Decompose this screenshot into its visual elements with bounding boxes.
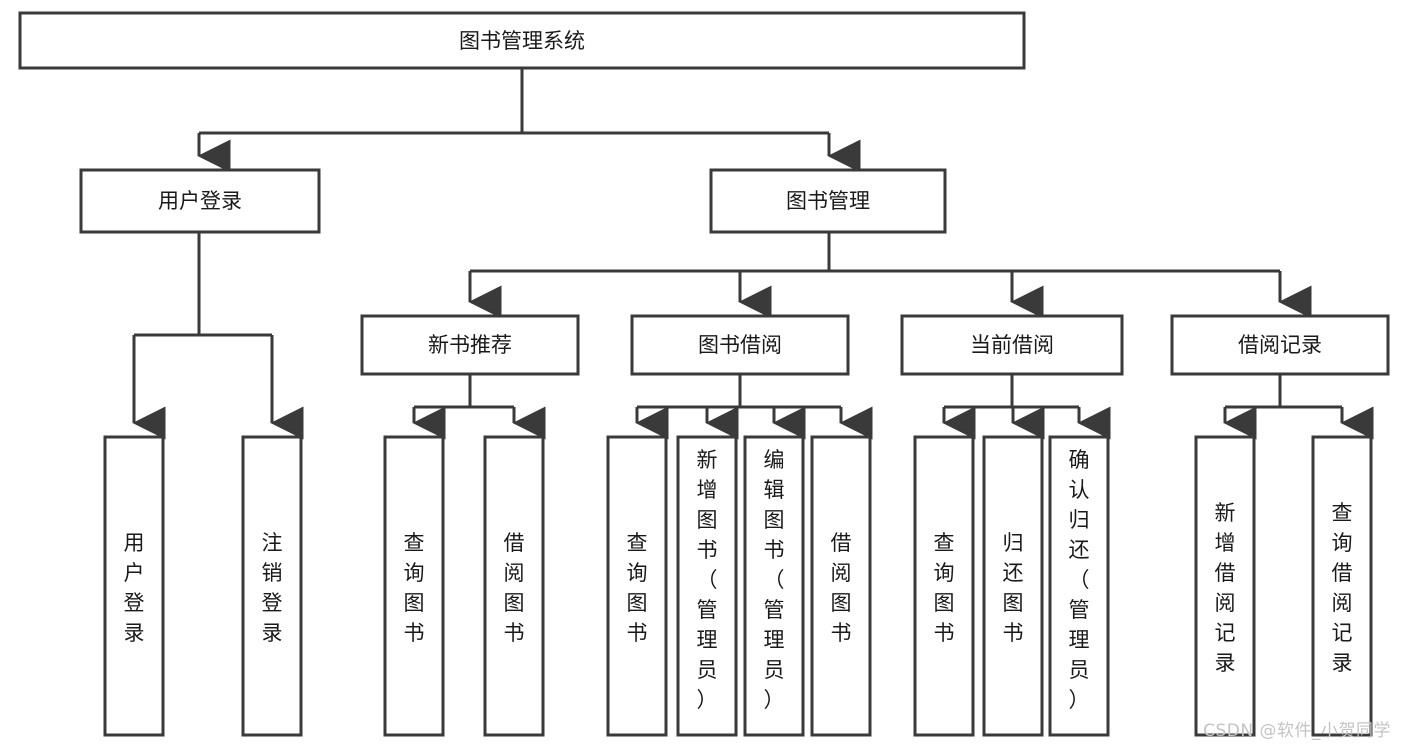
csdn-watermark: CSDN @软件_小贺同学: [1203, 721, 1391, 741]
node-borrow-record-box[interactable]: [1170, 314, 1390, 376]
node-leaf-query-borrow-record-box[interactable]: [1311, 435, 1373, 737]
node-user-login-box[interactable]: [79, 168, 321, 234]
node-leaf-borrow-book-box[interactable]: [810, 435, 872, 737]
node-leaf-query-book-recommend-box[interactable]: [383, 435, 445, 737]
node-leaf-borrow-book-recommend-label: 借阅图书: [504, 531, 525, 645]
node-leaf-query-book-current-label: 查询图书: [934, 531, 955, 645]
node-leaf-borrow-book[interactable]: 借阅图书: [810, 435, 872, 737]
node-leaf-query-book-current-box[interactable]: [913, 435, 975, 737]
node-leaf-confirm-return-box[interactable]: [1048, 435, 1110, 737]
node-root-label: 图书管理系统: [459, 29, 585, 53]
node-leaf-return-book-label: 归还图书: [1003, 531, 1024, 645]
node-leaf-edit-book[interactable]: 编辑图书（管理员）: [743, 435, 805, 737]
node-leaf-query-book-borrow-box[interactable]: [606, 435, 668, 737]
node-leaf-query-book-borrow-label: 查询图书: [627, 531, 648, 645]
node-leaf-borrow-book-recommend[interactable]: 借阅图书: [483, 435, 545, 737]
node-leaf-user-login-label: 用户登录: [124, 531, 145, 645]
node-leaf-edit-book-label: 编辑图书（管理员）: [764, 448, 785, 712]
connector-group-borrow-record: [1223, 374, 1374, 440]
node-leaf-return-book-box[interactable]: [982, 435, 1044, 737]
node-leaf-logout[interactable]: 注销登录: [241, 435, 303, 737]
connector-group-current-borrow: [942, 374, 1111, 440]
node-leaf-query-book-recommend-label: 查询图书: [404, 531, 425, 645]
connector-group-user-login: [132, 232, 304, 440]
connector-group-root: [197, 68, 861, 173]
node-leaf-query-borrow-record[interactable]: 查询借阅记录: [1311, 435, 1373, 737]
connector-group-book-borrow: [635, 374, 873, 440]
node-book-management-box[interactable]: [709, 168, 947, 234]
node-current-borrow-box[interactable]: [900, 314, 1124, 376]
node-current-borrow-label: 当前借阅: [970, 333, 1054, 357]
node-current-borrow[interactable]: 当前借阅: [900, 314, 1124, 376]
node-leaf-add-book-box[interactable]: [676, 435, 738, 737]
node-new-book-recommend-label: 新书推荐: [428, 333, 512, 357]
node-leaf-confirm-return-label: 确认归还（管理员）: [1069, 448, 1090, 712]
node-borrow-record-label: 借阅记录: [1238, 333, 1322, 357]
node-book-management[interactable]: 图书管理: [709, 168, 947, 234]
node-leaf-return-book[interactable]: 归还图书: [982, 435, 1044, 737]
node-leaf-add-borrow-record-label: 新增借阅记录: [1215, 501, 1236, 675]
node-leaf-query-book-current[interactable]: 查询图书: [913, 435, 975, 737]
leaf-node-layer: 用户登录 注销登录 查询图书 借阅图书 查询图书 新增图书（管理员） 编辑图书（管理员） 借阅…: [103, 435, 1373, 737]
node-leaf-logout-label: 注销登录: [262, 531, 283, 645]
node-leaf-add-book[interactable]: 新增图书（管理员）: [676, 435, 738, 737]
node-leaf-query-book-borrow[interactable]: 查询图书: [606, 435, 668, 737]
node-leaf-edit-book-box[interactable]: [743, 435, 805, 737]
node-new-book-recommend-box[interactable]: [360, 314, 580, 376]
node-new-book-recommend[interactable]: 新书推荐: [360, 314, 580, 376]
node-root[interactable]: 图书管理系统: [18, 11, 1026, 70]
node-leaf-logout-box[interactable]: [241, 435, 303, 737]
node-leaf-add-borrow-record-box[interactable]: [1194, 435, 1256, 737]
node-leaf-add-book-label: 新增图书（管理员）: [697, 448, 718, 712]
node-leaf-user-login-box[interactable]: [103, 435, 165, 737]
node-borrow-record[interactable]: 借阅记录: [1170, 314, 1390, 376]
node-leaf-query-book-recommend[interactable]: 查询图书: [383, 435, 445, 737]
node-root-box[interactable]: [18, 11, 1026, 70]
node-leaf-add-borrow-record[interactable]: 新增借阅记录: [1194, 435, 1256, 737]
node-book-borrow[interactable]: 图书借阅: [630, 314, 850, 376]
node-book-management-label: 图书管理: [786, 189, 870, 213]
node-leaf-user-login[interactable]: 用户登录: [103, 435, 165, 737]
connector-group-new-book-recommend: [412, 374, 546, 440]
node-leaf-confirm-return[interactable]: 确认归还（管理员）: [1048, 435, 1110, 737]
connector-group-book-management: [468, 232, 1312, 319]
node-user-login[interactable]: 用户登录: [79, 168, 321, 234]
node-leaf-borrow-book-label: 借阅图书: [831, 531, 852, 645]
node-leaf-borrow-book-recommend-box[interactable]: [483, 435, 545, 737]
node-book-borrow-label: 图书借阅: [698, 333, 782, 357]
node-leaf-query-borrow-record-label: 查询借阅记录: [1332, 501, 1353, 675]
node-book-borrow-box[interactable]: [630, 314, 850, 376]
node-user-login-label: 用户登录: [158, 189, 242, 213]
